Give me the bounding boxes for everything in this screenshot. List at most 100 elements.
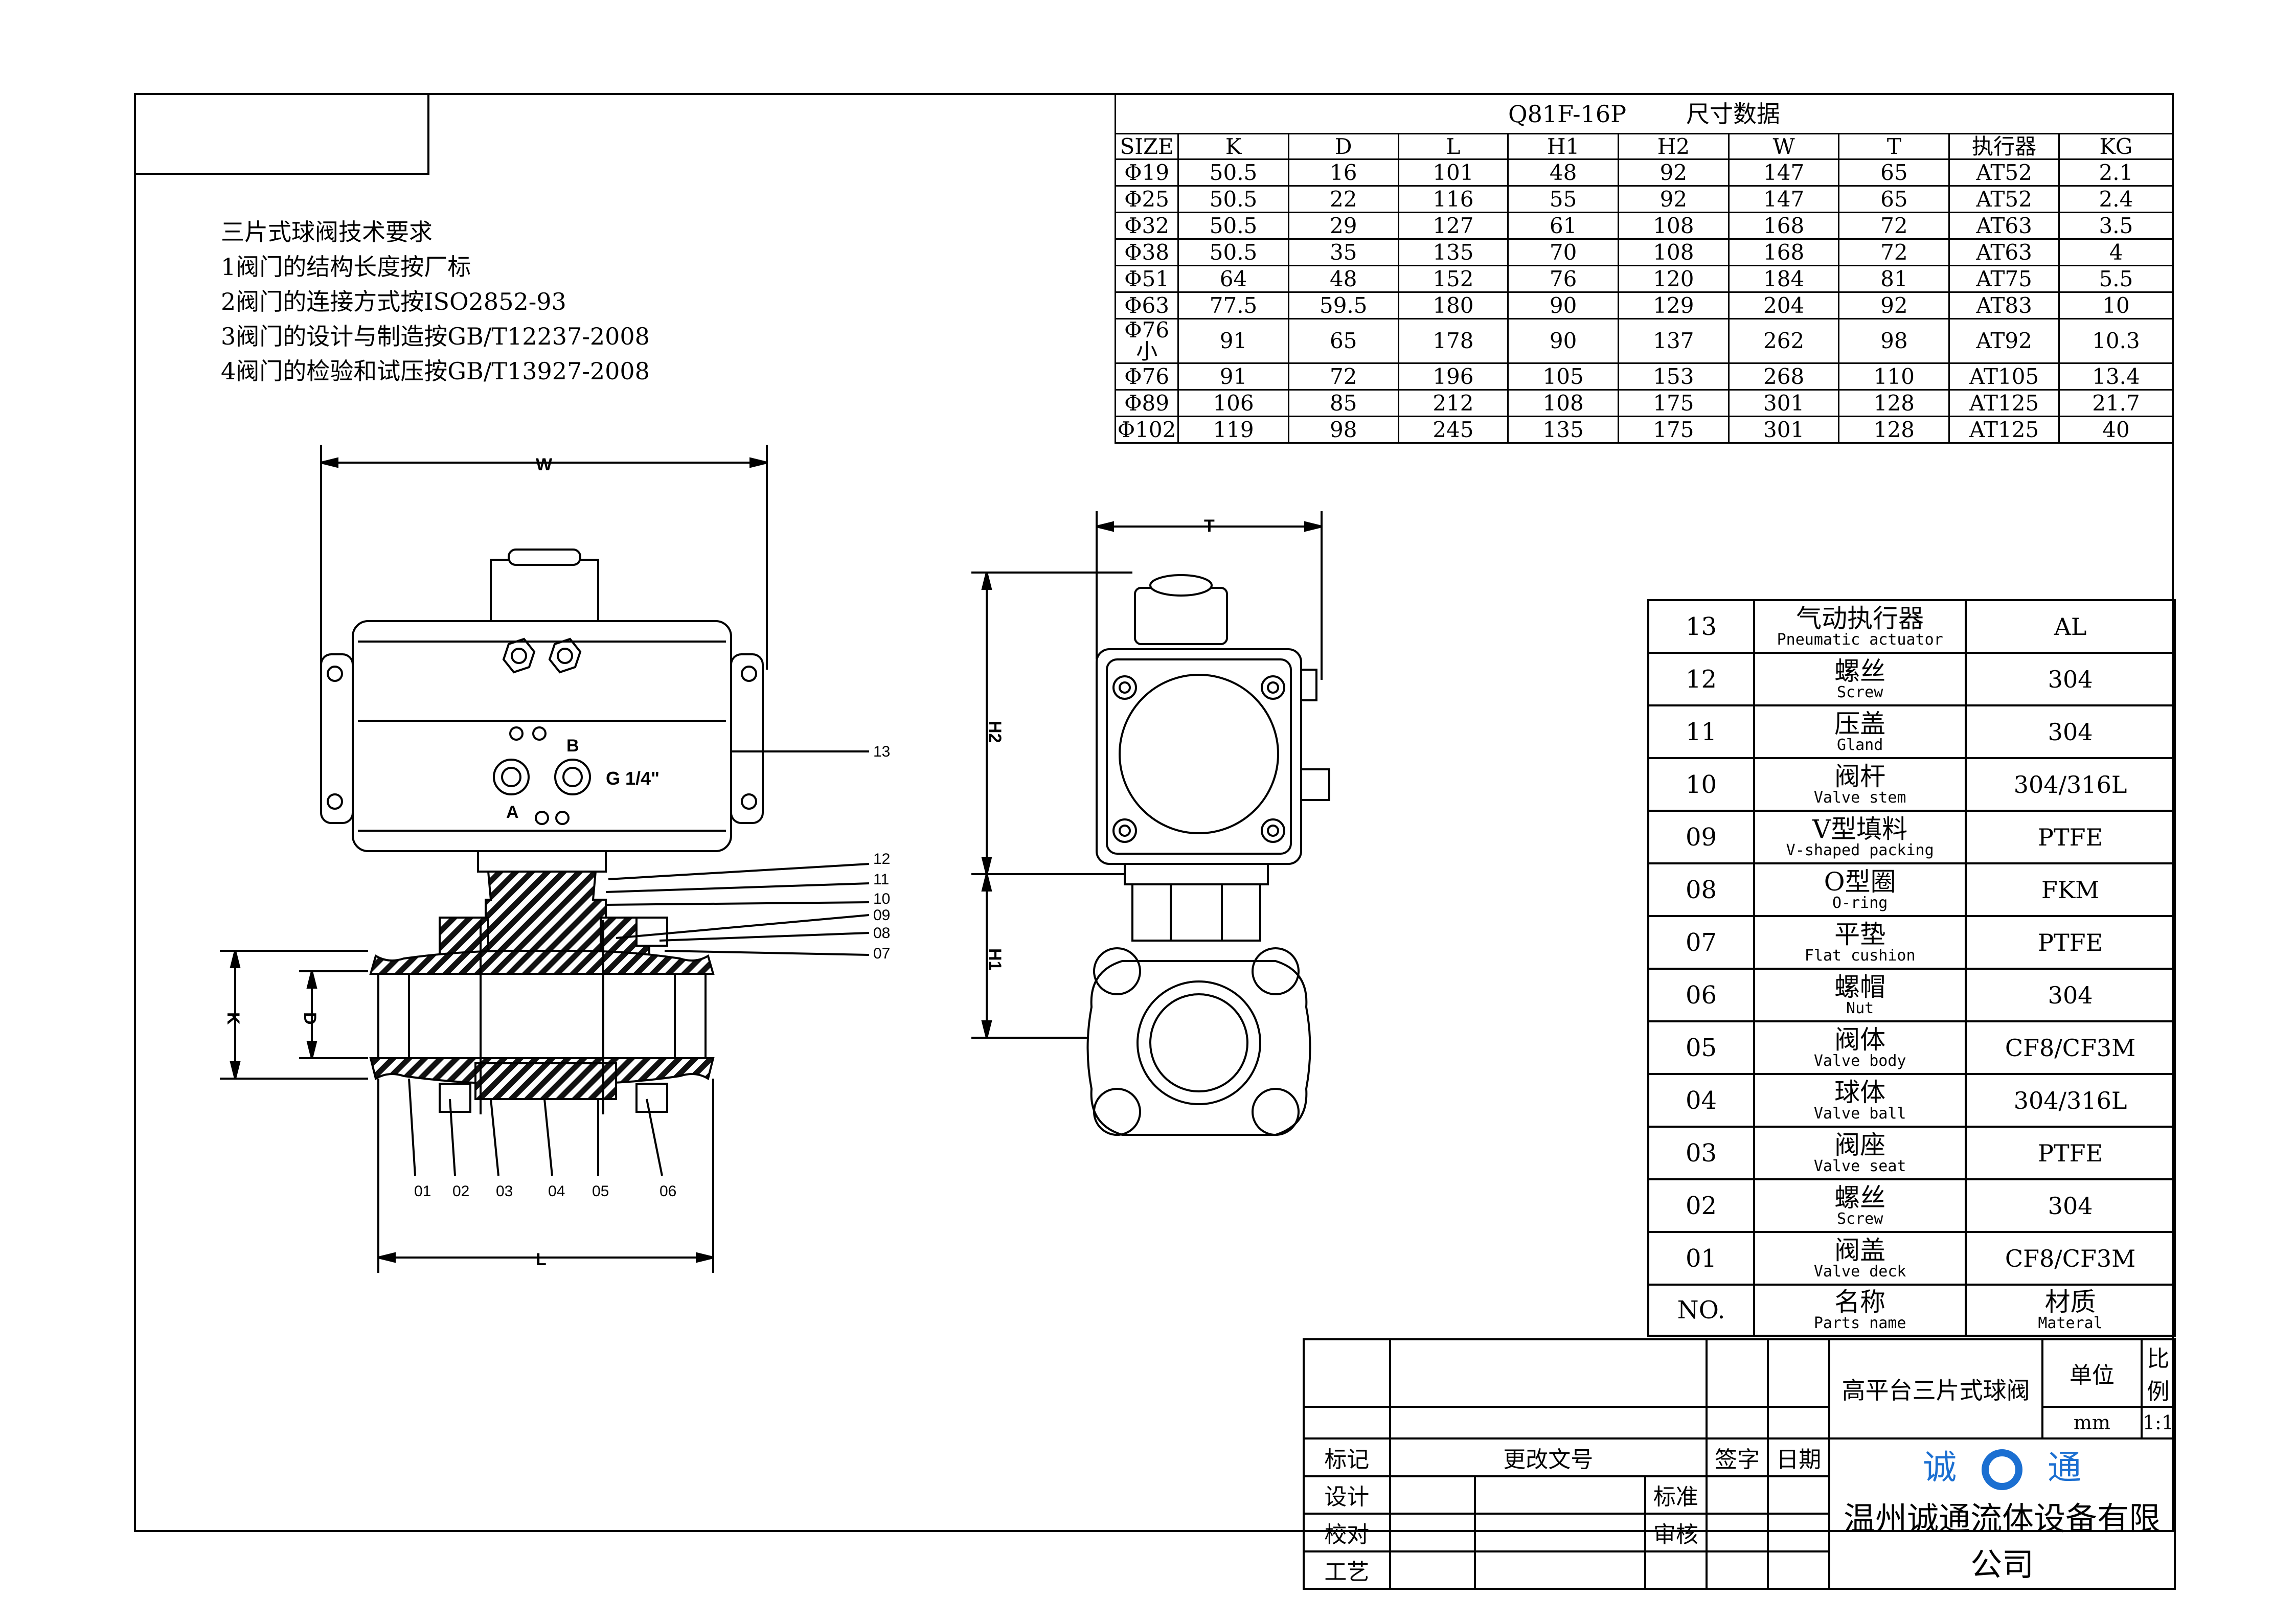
standard-label: 标准 (1644, 1475, 1708, 1515)
part-number: 07 (1647, 915, 1756, 970)
dim-cell: 301 (1727, 389, 1840, 417)
dim-cell: 106 (1177, 389, 1289, 417)
part-material: 304/316L (1965, 1073, 2176, 1128)
dim-cell: 40 (2058, 416, 2174, 444)
drawing-number-box (134, 93, 429, 175)
dim-cell: Φ102 (1114, 416, 1179, 444)
dim-cell: AT75 (1948, 265, 2060, 293)
callout-10: 10 (873, 890, 890, 907)
callout-09: 09 (873, 907, 890, 924)
dim-cell: 92 (1838, 291, 1950, 319)
callout-05: 05 (592, 1183, 609, 1200)
part-material: CF8/CF3M (1965, 1231, 2176, 1286)
dim-cell: 55 (1507, 185, 1619, 213)
dim-cell: 72 (1287, 362, 1399, 391)
dim-cell: 120 (1618, 265, 1730, 293)
dim-cell: 147 (1727, 185, 1840, 213)
dim-cell: 81 (1838, 265, 1950, 293)
dim-cell: 129 (1618, 291, 1730, 319)
dim-cell: 268 (1727, 362, 1840, 391)
port-thread-label: G 1/4" (606, 768, 660, 789)
note-1: 1阀门的结构长度按厂标 (221, 253, 471, 281)
dim-cell: 10.3 (2058, 318, 2174, 364)
part-material: CF8/CF3M (1965, 1020, 2176, 1075)
dim-col-header: L (1397, 133, 1509, 160)
dim-cell: 70 (1507, 238, 1619, 266)
dim-cell: 50.5 (1177, 212, 1289, 240)
part-material: FKM (1965, 862, 2176, 917)
dim-cell: 77.5 (1177, 291, 1289, 319)
company-name: 温州诚通流体设备有限公司 (1844, 1500, 2161, 1583)
dim-cell: 135 (1397, 238, 1509, 266)
dim-cell: 16 (1287, 158, 1399, 187)
dim-cell: 50.5 (1177, 185, 1289, 213)
dim-cell: 204 (1727, 291, 1840, 319)
callout-02: 02 (452, 1183, 469, 1200)
dim-cell: 65 (1287, 318, 1399, 364)
dim-cell: 168 (1727, 238, 1840, 266)
side-view (971, 511, 1330, 1136)
dim-cell: 212 (1397, 389, 1509, 417)
dim-k-label: K (223, 1012, 243, 1025)
dim-cell: 116 (1397, 185, 1509, 213)
dim-cell: AT125 (1948, 416, 2060, 444)
dim-cell: 180 (1397, 291, 1509, 319)
review-label: 审核 (1644, 1513, 1708, 1552)
dim-cell: AT105 (1948, 362, 2060, 391)
dim-cell: 110 (1838, 362, 1950, 391)
scale-label: 比例 (2140, 1338, 2176, 1408)
product-name: 高平台三片式球阀 (1828, 1338, 2043, 1440)
dim-cell: 105 (1507, 362, 1619, 391)
dim-cell: 35 (1287, 238, 1399, 266)
dim-col-header: H1 (1507, 133, 1619, 160)
dim-cell: 196 (1397, 362, 1509, 391)
part-number: 08 (1647, 862, 1756, 917)
dim-col-header: D (1287, 133, 1399, 160)
dim-cell: 119 (1177, 416, 1289, 444)
dimension-table-title: Q81F-16P 尺寸数据 (1115, 93, 2174, 134)
dim-cell: 65 (1838, 185, 1950, 213)
callout-04: 04 (548, 1183, 565, 1200)
callout-07: 07 (873, 945, 890, 962)
dim-cell: 168 (1727, 212, 1840, 240)
dim-d-label: D (300, 1012, 320, 1025)
dim-cell: 152 (1397, 265, 1509, 293)
dim-cell: 101 (1397, 158, 1509, 187)
part-number: 12 (1647, 652, 1756, 706)
dim-cell: AT92 (1948, 318, 2060, 364)
dim-col-header: 执行器 (1948, 133, 2060, 160)
dim-cell: 301 (1727, 416, 1840, 444)
dim-cell: 128 (1838, 389, 1950, 417)
unit-label: 单位 (2041, 1338, 2143, 1408)
dim-cell: 175 (1618, 416, 1730, 444)
part-material: 304 (1965, 704, 2176, 759)
dim-cell: 50.5 (1177, 238, 1289, 266)
process-label: 工艺 (1303, 1550, 1391, 1590)
company-logo: 诚 通 (1830, 1440, 2174, 1496)
part-material: PTFE (1965, 915, 2176, 970)
change-doc-label: 更改文号 (1389, 1437, 1708, 1477)
part-number: 05 (1647, 1020, 1756, 1075)
dim-cell: 175 (1618, 389, 1730, 417)
part-material: AL (1965, 599, 2176, 654)
